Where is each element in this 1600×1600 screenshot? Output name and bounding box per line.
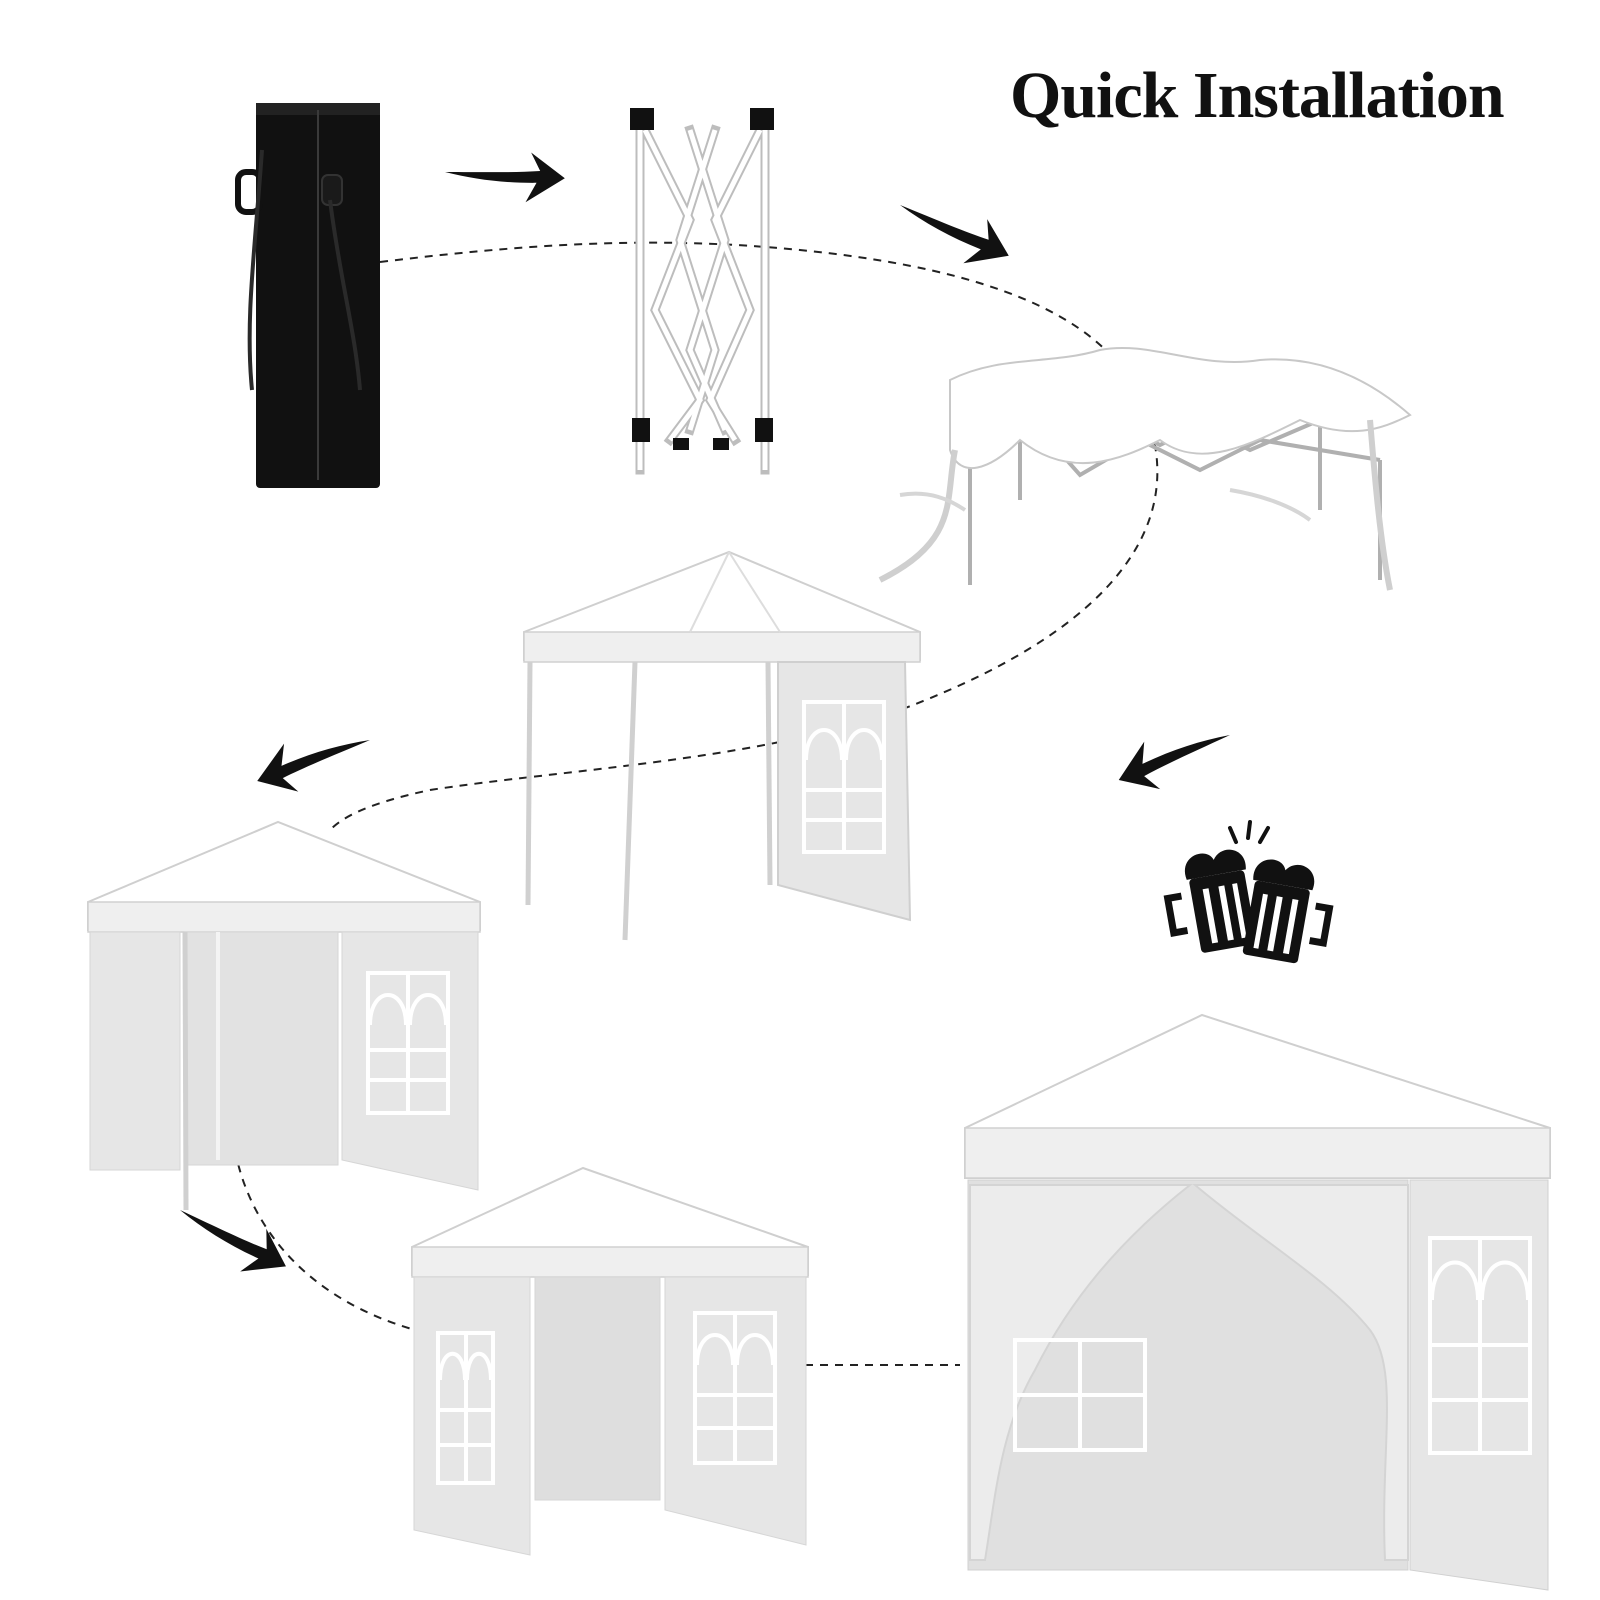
canopy-complete-icon (964, 1013, 1551, 1591)
beer-mugs-icon (1163, 820, 1334, 964)
page-title: Quick Installation (1010, 59, 1505, 132)
brush-arrow-icon (1108, 710, 1239, 803)
canopy-three-walls-icon (411, 1166, 809, 1556)
canopy-two-walls-icon (87, 820, 481, 1211)
flow-path (329, 241, 1159, 831)
frame-brackets (630, 108, 774, 450)
frame-cover-icon (878, 346, 1412, 591)
flow-path-lower (234, 1149, 416, 1331)
carry-bag-icon (235, 103, 380, 488)
folded-frame-icon-fill (637, 125, 768, 470)
window-icon (802, 700, 886, 854)
brush-arrow-icon (248, 715, 379, 804)
canopy-one-wall-icon (523, 550, 921, 941)
brush-arrow-icon (443, 148, 567, 205)
